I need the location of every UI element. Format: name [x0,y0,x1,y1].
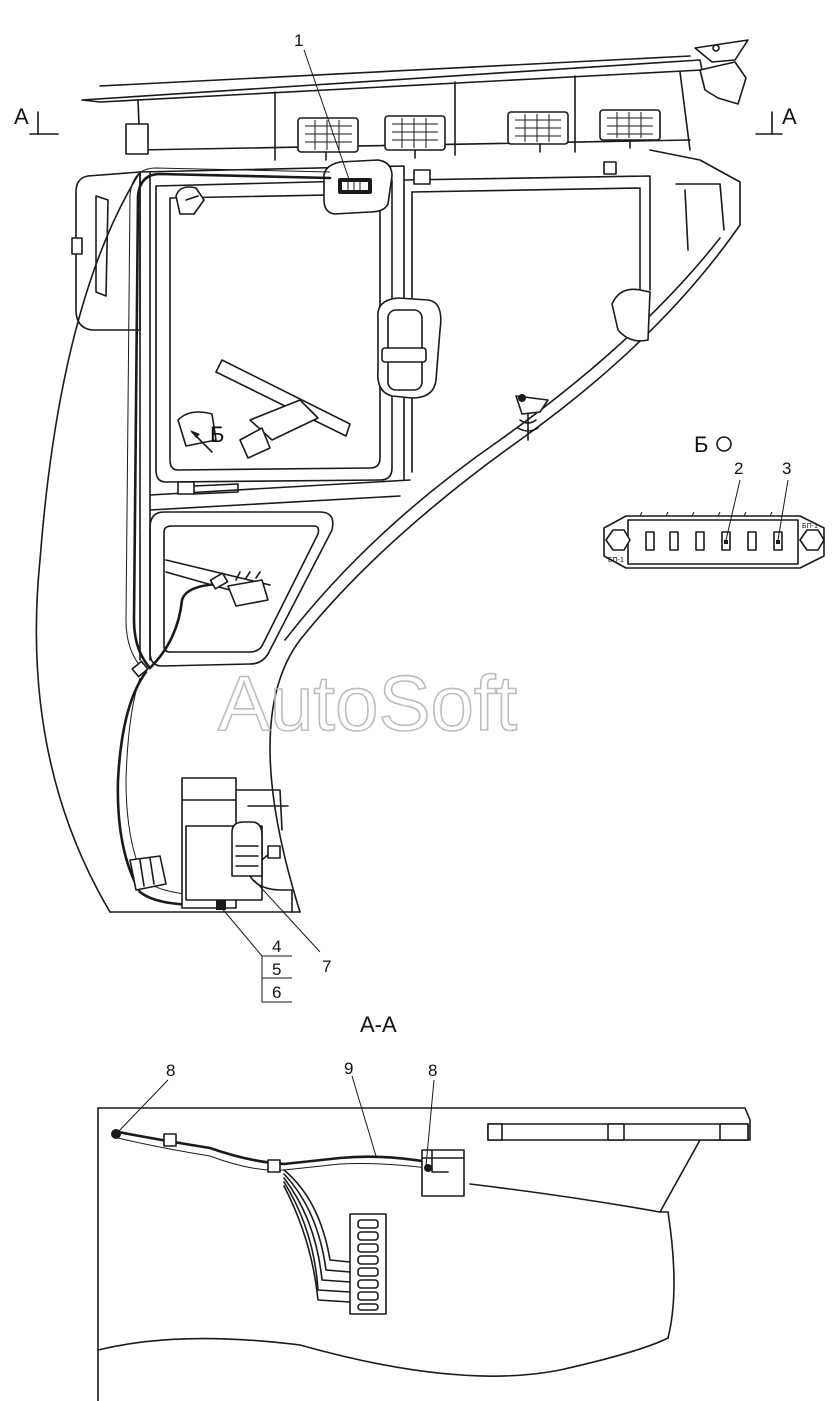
cab-interior [125,123,651,495]
section-marker-left: A [14,104,59,135]
callout-6-label: 6 [272,983,281,1002]
callout-9-label: 9 [344,1059,353,1078]
section-marker-right-letter: A [782,104,797,129]
distribution-box-area [181,777,293,913]
callout-2-label: 2 [734,459,743,478]
cab-frame [35,149,741,913]
callout-7: 7 [253,879,331,976]
callout-2: 2 [725,459,743,541]
view-b-letter: Б [694,432,708,457]
callout-8-right: 8 [425,1061,437,1167]
fuse-tag-left: БП-1 [608,557,624,564]
callout-4-5-6: 4 5 6 [219,905,292,1003]
callout-4-label: 4 [272,937,281,956]
watermark: AutoSoft [218,659,518,747]
ceiling-connector-item-1 [323,159,393,215]
view-b-heading: Б [694,432,732,457]
callout-7-label: 7 [322,957,331,976]
callout-3-label: 3 [782,459,791,478]
callout-5-label: 5 [272,960,281,979]
section-marker-right: A [755,104,797,135]
callout-1-label: 1 [294,31,303,50]
view-b-pointer-letter: Б [210,422,224,447]
fuse-tag-right: БП-1 [802,523,818,530]
callout-1: 1 [294,31,351,183]
callout-9: 9 [344,1059,377,1157]
callout-3: 3 [777,459,791,541]
roof-work-lights [297,109,661,161]
section-a-a-view [97,1107,751,1401]
view-b-pointer: Б [190,422,224,453]
main-harness [116,167,332,907]
view-b-fuse-block: БП-1 БП-1 [603,511,825,569]
section-title: A-A [360,1012,397,1037]
callout-8-left: 8 [117,1061,175,1133]
callout-8-left-label: 8 [166,1061,175,1080]
callout-8-right-label: 8 [428,1061,437,1080]
section-marker-left-letter: A [14,104,29,129]
